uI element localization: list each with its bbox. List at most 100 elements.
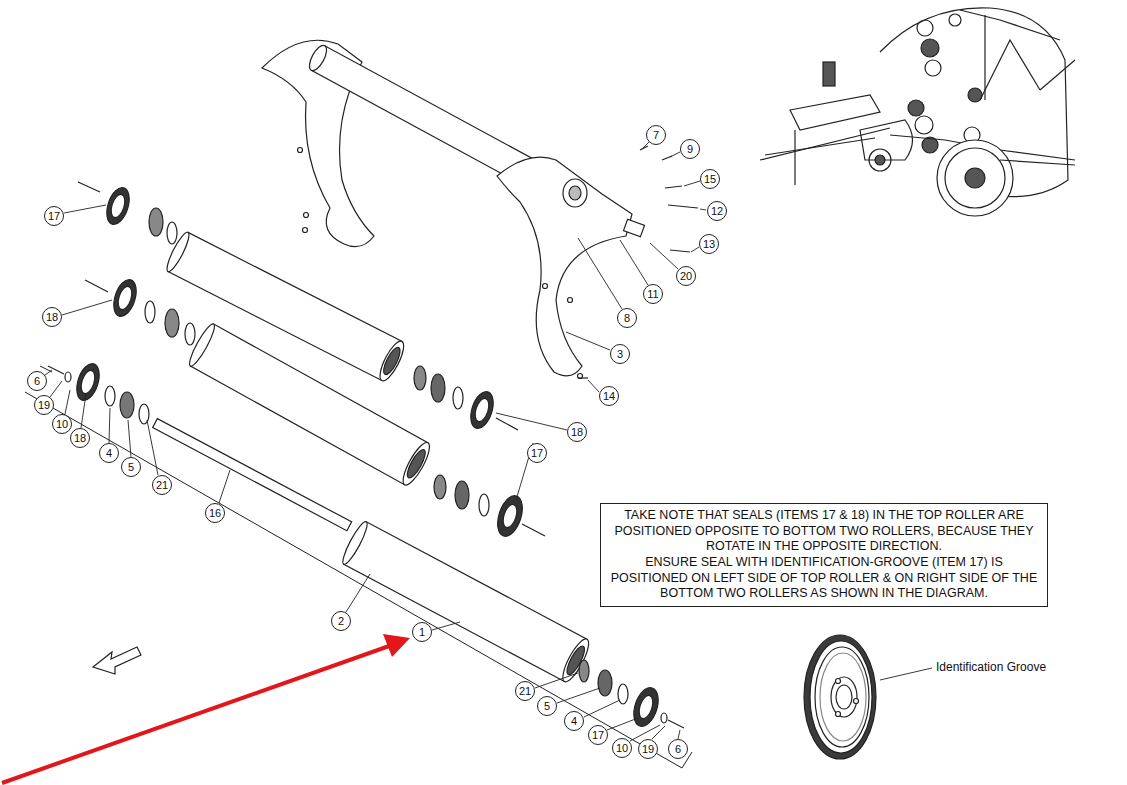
middle-roller xyxy=(404,447,428,480)
baler-inset xyxy=(960,10,1060,40)
leader-lines xyxy=(678,730,680,739)
middle-roller xyxy=(186,322,218,369)
leader-lines xyxy=(584,700,620,717)
callout-number: 9 xyxy=(680,139,700,159)
part-label: Identification Groove xyxy=(934,660,1048,674)
middle-roller xyxy=(110,277,141,319)
callout-number: 21 xyxy=(515,681,535,701)
callout-number: 4 xyxy=(564,711,584,731)
baler-inset xyxy=(937,140,1013,216)
callout-number: 2 xyxy=(331,611,351,631)
leader-lines xyxy=(109,408,110,443)
bottom-roller xyxy=(344,522,587,682)
seal-detail xyxy=(820,653,866,741)
middle-roller xyxy=(85,277,545,540)
bottom-roller xyxy=(637,694,656,721)
baler-inset xyxy=(760,8,1075,216)
frame xyxy=(665,186,682,188)
direction-icon xyxy=(93,647,141,674)
baler-inset xyxy=(790,95,880,130)
leader-lines xyxy=(147,420,158,475)
pointer-arrow xyxy=(2,634,410,783)
frame xyxy=(563,179,587,207)
seal-detail xyxy=(810,641,872,753)
leader-lines xyxy=(620,240,648,285)
baler-inset xyxy=(794,130,795,185)
seal-detail xyxy=(854,699,859,704)
callout-number: 8 xyxy=(617,308,637,328)
frame xyxy=(497,157,632,376)
callout-number: 3 xyxy=(610,344,630,364)
seal-detail xyxy=(804,635,876,759)
bottom-roller xyxy=(558,636,593,685)
seal-detail xyxy=(804,635,876,759)
pointer-arrow xyxy=(383,634,410,657)
frame xyxy=(578,377,588,378)
baler-inset xyxy=(945,148,1005,208)
top-roller xyxy=(496,418,518,430)
bottom-roller xyxy=(153,419,352,531)
middle-roller xyxy=(116,285,135,312)
direction-icon xyxy=(93,647,141,674)
baler-inset xyxy=(949,14,961,26)
bottom-roller xyxy=(598,670,612,696)
top-roller xyxy=(453,387,463,409)
baler-inset xyxy=(860,120,913,160)
leader-lines xyxy=(128,420,131,457)
baler-inset xyxy=(869,149,891,171)
callout-number: 10 xyxy=(612,738,632,758)
middle-roller xyxy=(85,280,108,292)
baler-inset xyxy=(921,39,939,57)
top-roller xyxy=(78,182,100,192)
baler-inset xyxy=(823,62,835,86)
middle-roller xyxy=(479,494,489,516)
callout-number: 13 xyxy=(699,234,719,254)
callout-number: 6 xyxy=(668,739,688,759)
middle-roller xyxy=(185,323,195,345)
callout-number: 18 xyxy=(42,307,62,327)
callout-number: 18 xyxy=(567,422,587,442)
baler-inset xyxy=(915,116,933,134)
callout-number: 5 xyxy=(121,457,141,477)
top-roller xyxy=(376,338,408,384)
leader-lines xyxy=(535,673,578,688)
leader-lines xyxy=(578,238,622,309)
bottom-roller xyxy=(65,372,71,382)
seal-detail xyxy=(815,647,869,747)
leader-lines xyxy=(45,142,932,741)
seal-detail xyxy=(836,685,852,709)
callout-number: 17 xyxy=(527,443,547,463)
middle-roller xyxy=(399,439,435,488)
bottom-roller xyxy=(120,392,134,418)
leader-lines xyxy=(670,152,680,157)
top-roller xyxy=(167,222,177,244)
baler-inset xyxy=(765,138,875,155)
callout-number: 17 xyxy=(44,206,64,226)
baler-inset xyxy=(1000,160,1075,165)
middle-roller xyxy=(501,503,520,530)
middle-roller xyxy=(455,481,469,509)
bottom-roller xyxy=(48,366,64,374)
frame xyxy=(543,284,548,289)
seal-detail xyxy=(836,679,841,684)
callout-number: 17 xyxy=(588,725,608,745)
frame xyxy=(569,186,581,200)
leader-lines xyxy=(50,381,62,397)
callout-number: 20 xyxy=(676,266,696,286)
pointer-arrow xyxy=(2,645,392,783)
callout-number: 4 xyxy=(99,443,119,463)
note-text: ENSURE SEAL WITH IDENTIFICATION-GROOVE (… xyxy=(609,555,1039,602)
leader-lines xyxy=(62,300,112,315)
leader-lines xyxy=(684,181,700,186)
middle-roller xyxy=(493,493,527,540)
frame xyxy=(303,228,308,233)
frame xyxy=(298,148,303,153)
bottom-roller xyxy=(629,685,662,730)
callout-number: 21 xyxy=(152,475,172,495)
baler-inset xyxy=(980,40,1040,100)
bottom-roller xyxy=(79,369,98,396)
frame xyxy=(304,213,309,218)
frame xyxy=(623,219,644,236)
